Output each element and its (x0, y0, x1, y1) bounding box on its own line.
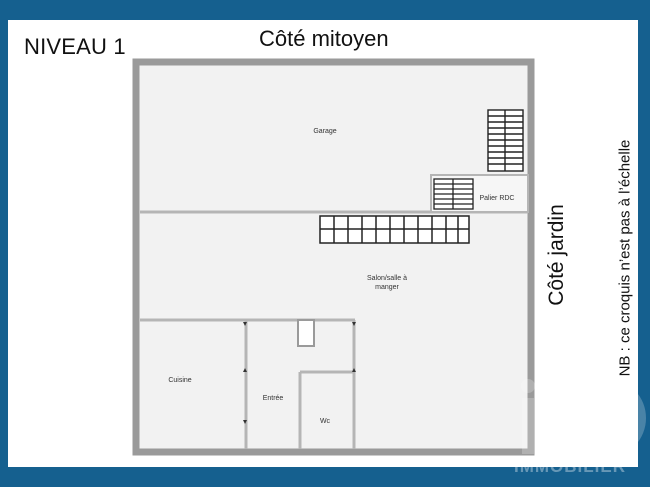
staircase-palier (433, 178, 474, 210)
room-label-garage: Garage (313, 128, 336, 135)
level-title: NIVEAU 1 (24, 34, 126, 59)
side-label-mitoyen: Côté mitoyen (259, 26, 389, 51)
room-label-salon-2: manger (375, 284, 399, 291)
outer-wall (132, 58, 535, 456)
room-label-entree: Entrée (263, 395, 284, 402)
lower-partitions (140, 318, 356, 449)
duct-box (297, 319, 315, 347)
floor-area (136, 62, 531, 452)
watermark-text: IMMOBILIER (514, 457, 626, 476)
staircase-main (319, 215, 470, 244)
room-label-palier: Palier RDC (479, 195, 514, 202)
door-markers (243, 322, 356, 424)
watermark-logo (521, 378, 646, 458)
room-label-cuisine: Cuisine (168, 377, 191, 384)
room-label-wc: Wc (320, 418, 331, 425)
room-label-salon: Salon/salle à (367, 275, 407, 282)
staircase-upper (487, 109, 524, 172)
